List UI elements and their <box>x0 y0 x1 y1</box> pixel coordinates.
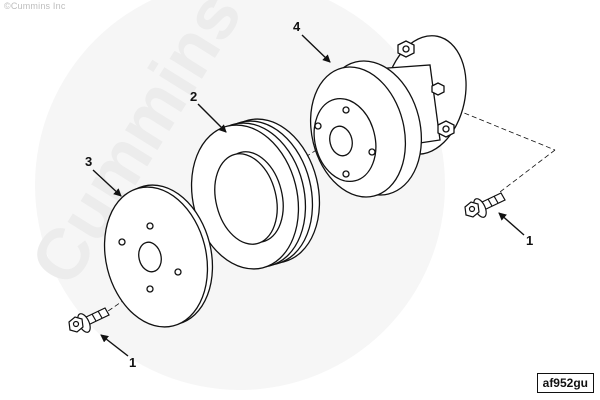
hex-bolt-top-center <box>402 45 410 53</box>
leader-arrow-1-right <box>498 212 525 236</box>
plate-bolt-hole-1 <box>118 238 126 246</box>
plate-center-bore <box>138 241 162 273</box>
leader-arrow-3 <box>92 169 122 197</box>
hex-bolt-middle <box>431 82 445 96</box>
figure-id-label: af952gu <box>536 373 594 393</box>
callout-pulley-grooved: 2 <box>190 89 197 104</box>
hub-center-bore <box>329 125 353 157</box>
plate-bolt-hole-2 <box>146 222 154 230</box>
fan-hub-assembly <box>309 35 467 198</box>
centerline-right-lower <box>499 149 556 193</box>
cap-screw-right <box>464 192 506 218</box>
callout-fan-hub: 4 <box>293 19 301 34</box>
leader-arrows <box>92 34 525 357</box>
hub-bolt-hole-3 <box>368 148 376 156</box>
callout-labels: 4 2 3 1 1 <box>85 19 533 370</box>
cap-screw-right-thread-2 <box>493 195 499 204</box>
pulley-plate <box>103 184 214 328</box>
cap-screw-left-head-center <box>72 320 80 328</box>
cap-screw-left-thread-2 <box>97 310 103 319</box>
copyright-watermark: ©Cummins Inc <box>4 1 66 11</box>
hub-rear-bolts <box>397 40 455 138</box>
cap-screw-left <box>68 307 110 333</box>
hex-bolt-bottom-center <box>442 125 450 133</box>
callout-pulley-plate: 3 <box>85 154 92 169</box>
callout-cap-screw-left: 1 <box>129 355 136 370</box>
cap-screw-right-thread-1 <box>487 198 493 207</box>
hub-bolt-hole-2 <box>342 106 350 114</box>
leader-arrow-4 <box>301 34 331 63</box>
plate-bolt-hole-4 <box>146 285 154 293</box>
hub-bolt-hole-1 <box>314 122 322 130</box>
plate-bolt-hole-3 <box>174 268 182 276</box>
leader-arrow-2 <box>197 103 227 133</box>
hub-bolt-hole-4 <box>342 170 350 178</box>
grooved-pulley <box>190 118 321 270</box>
callout-cap-screw-right: 1 <box>526 233 533 248</box>
pulley-bore-front <box>214 153 278 245</box>
cap-screw-left-thread-1 <box>91 313 97 322</box>
leader-arrow-1-left <box>100 334 129 357</box>
cap-screw-right-head-center <box>468 205 476 213</box>
